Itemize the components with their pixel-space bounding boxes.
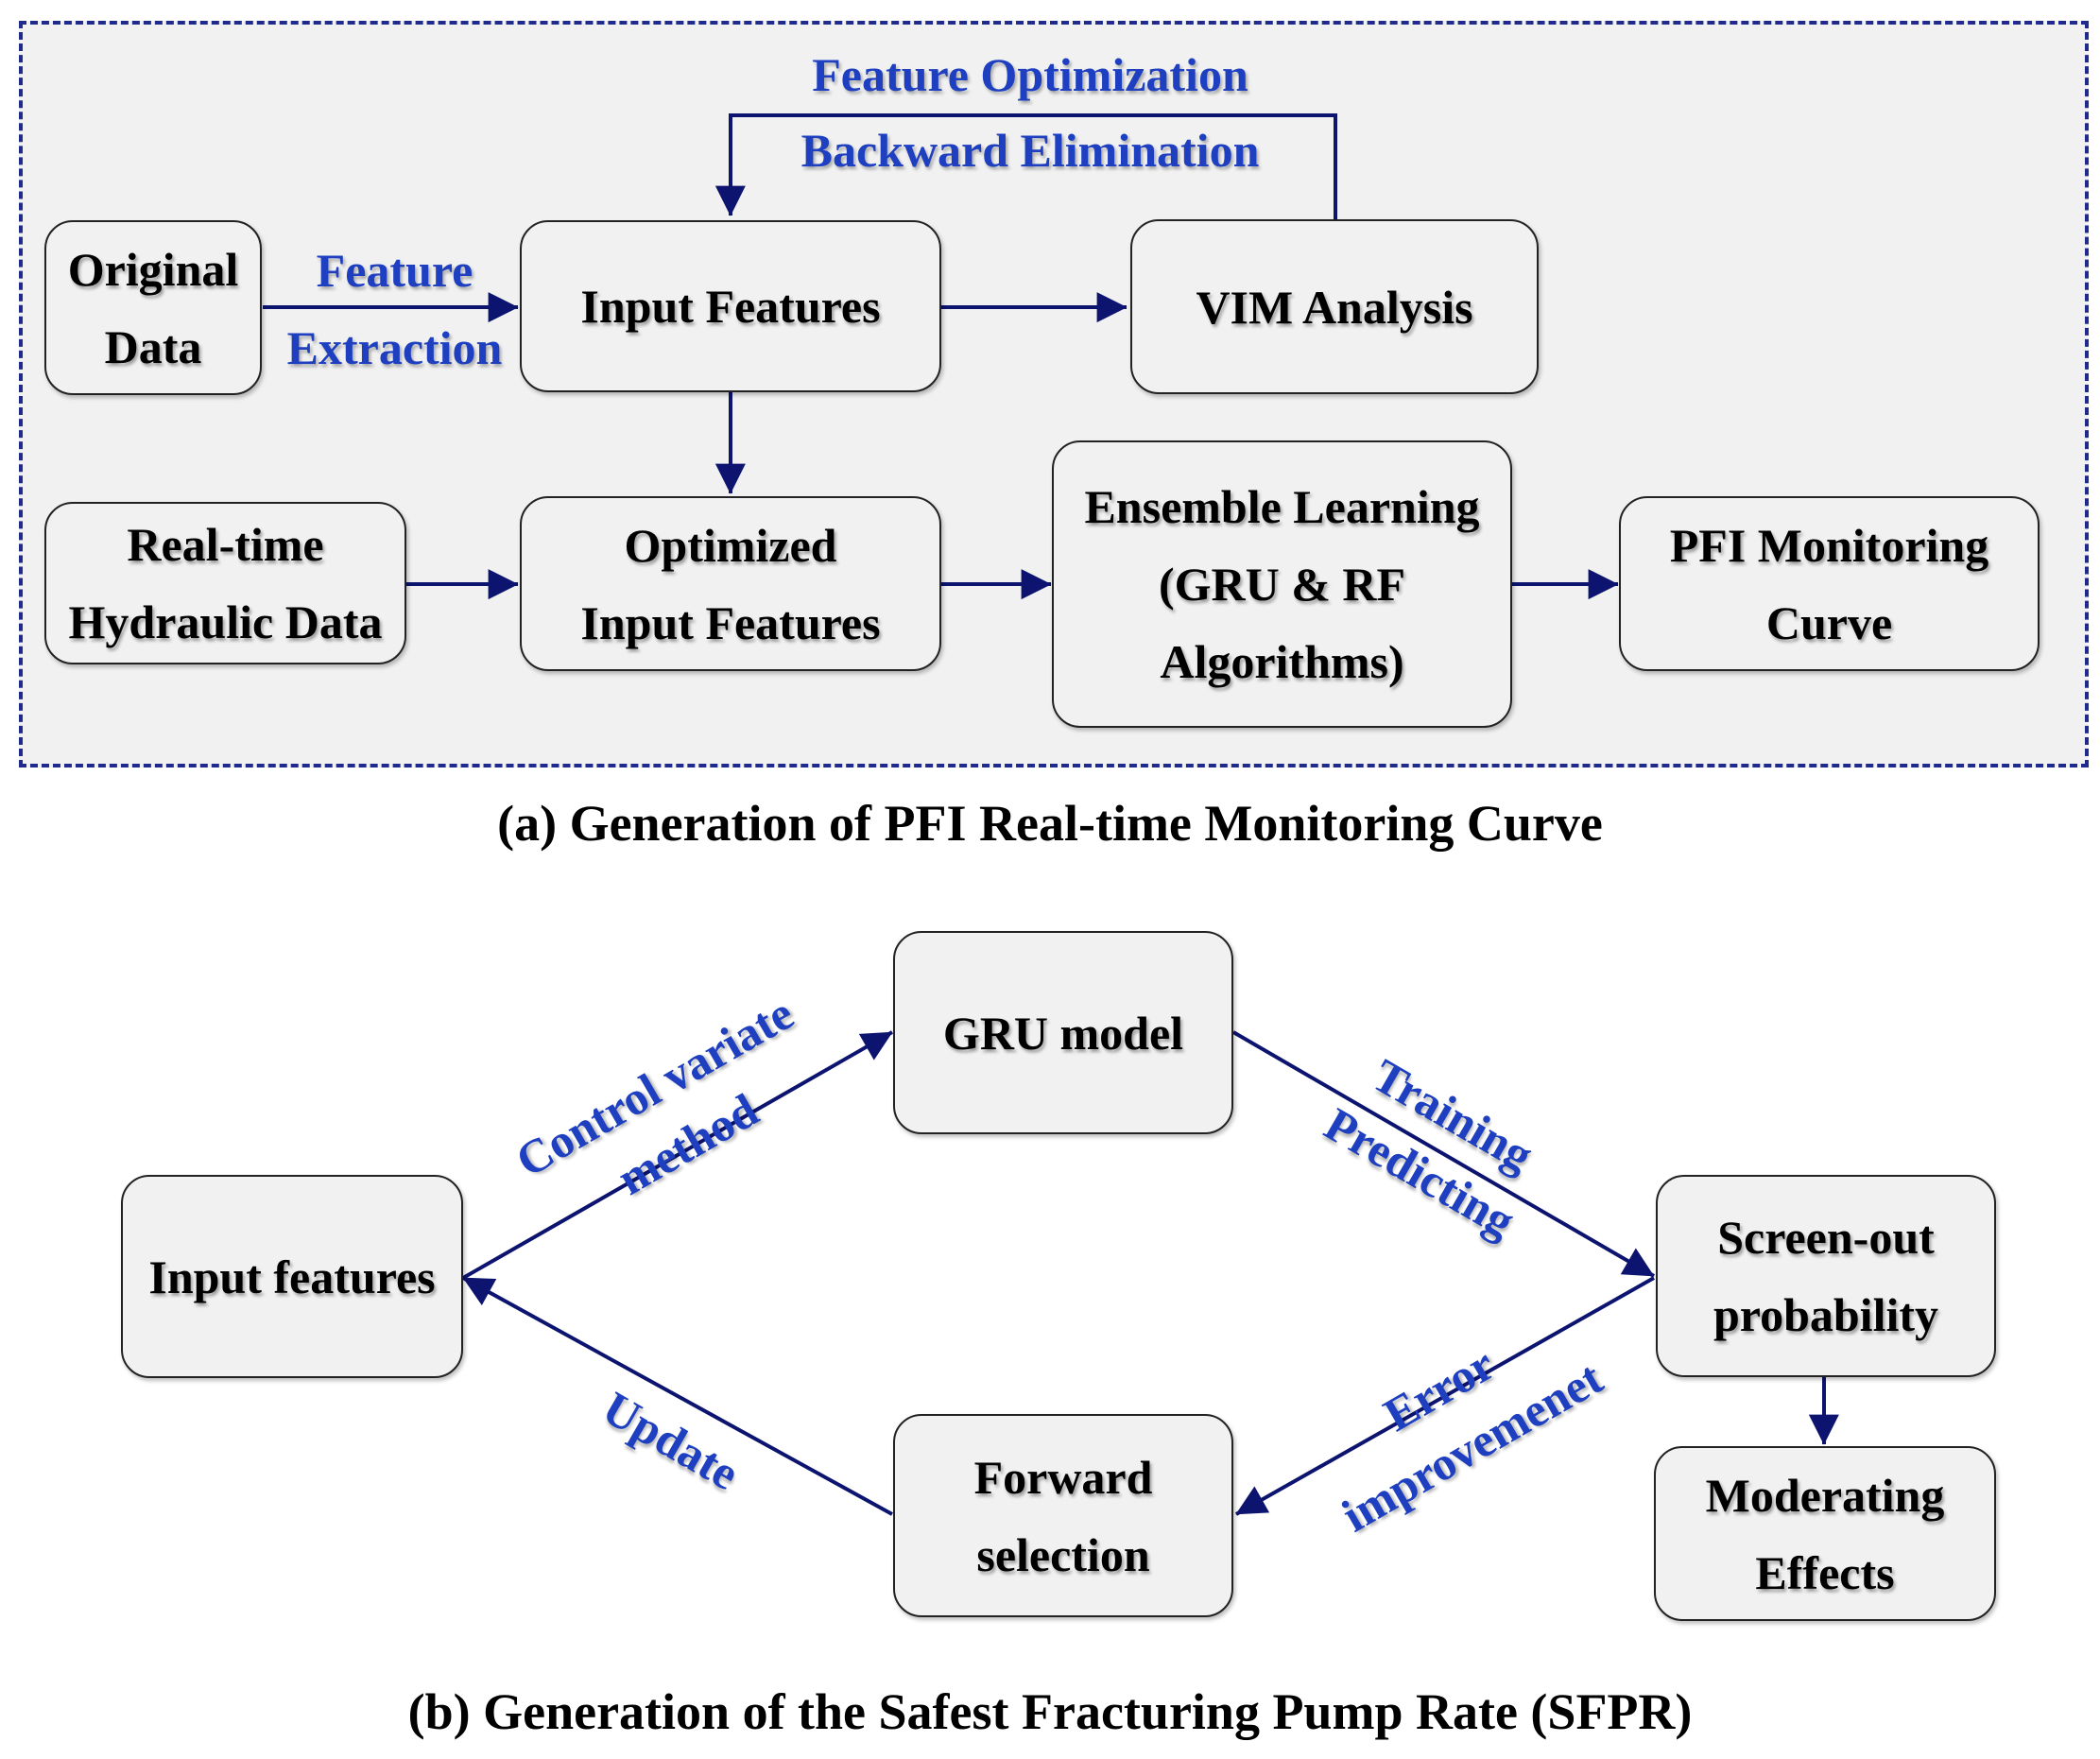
box-text: probability — [1713, 1288, 1939, 1341]
arrow-screenout-to-forward — [1235, 1276, 1655, 1516]
caption-b: (b) Generation of the Safest Fracturing … — [407, 1683, 1693, 1740]
box-text: PFI Monitoring — [1669, 518, 1989, 572]
box-text: Effects — [1755, 1545, 1895, 1599]
box-input-features-b: Input features — [121, 1175, 463, 1378]
box-gru-model: GRU model — [893, 931, 1233, 1134]
arrow-input-to-gru — [462, 1030, 893, 1280]
box-vim-analysis: VIM Analysis — [1130, 219, 1539, 394]
label-feature-extraction: Feature Extraction — [274, 232, 515, 387]
box-text: selection — [976, 1527, 1150, 1581]
box-input-features: Input Features — [520, 220, 941, 392]
box-text: Real-time — [127, 518, 324, 571]
arrow-forward-to-input — [462, 1276, 893, 1516]
label-text: Feature — [316, 244, 473, 297]
box-forward-selection: Forward selection — [893, 1414, 1233, 1617]
box-text: Ensemble Learning — [1084, 480, 1480, 533]
box-realtime-hydraulic: Real-time Hydraulic Data — [44, 502, 406, 664]
box-text: Input features — [148, 1250, 436, 1303]
arrow-gru-to-screenout — [1231, 1030, 1656, 1278]
box-original-data: Original Data — [44, 220, 262, 395]
box-text: Screen-out — [1717, 1211, 1935, 1264]
box-text: VIM Analysis — [1196, 280, 1473, 334]
box-pfi-monitoring-curve: PFI Monitoring Curve — [1619, 496, 2040, 671]
label-backward-elimination: Backward Elimination — [800, 124, 1260, 177]
box-ensemble-learning: Ensemble Learning (GRU & RF Algorithms) — [1052, 440, 1512, 728]
label-feature-optimization: Feature Optimization — [812, 48, 1248, 101]
box-text: Algorithms) — [1160, 635, 1404, 688]
box-text: (GRU & RF — [1158, 558, 1406, 611]
caption-a: (a) Generation of PFI Real-time Monitori… — [497, 795, 1603, 852]
box-text: GRU model — [942, 1006, 1184, 1060]
box-screen-out-probability: Screen-out probability — [1656, 1175, 1996, 1377]
box-text: Optimized — [624, 518, 837, 572]
box-moderating-effects: Moderating Effects — [1654, 1446, 1996, 1621]
box-text: Hydraulic Data — [68, 595, 383, 648]
box-text: Curve — [1765, 595, 1893, 649]
box-text: Input Features — [580, 280, 881, 333]
arrow-vim-feedback — [714, 113, 1337, 219]
box-text: Original — [67, 242, 239, 296]
box-text: Input Features — [580, 595, 881, 649]
box-optimized-input: Optimized Input Features — [520, 496, 941, 671]
box-text: Data — [104, 319, 202, 373]
box-text: Forward — [973, 1450, 1153, 1504]
label-text: Extraction — [286, 321, 503, 374]
box-text: Moderating — [1705, 1468, 1945, 1522]
